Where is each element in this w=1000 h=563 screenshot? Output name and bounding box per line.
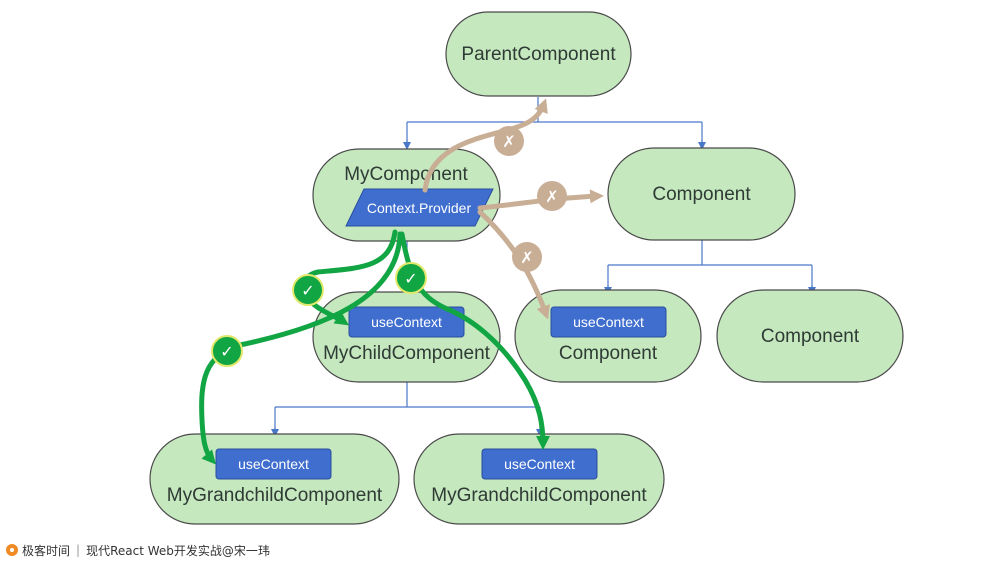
node-grandchild-left-label: MyGrandchildComponent	[167, 485, 383, 506]
cross-icon: ✗	[502, 132, 515, 151]
node-component-far-label: Component	[761, 326, 860, 347]
node-component-mid-label: Component	[559, 343, 658, 364]
blocked-marker-component-mid: ✗	[512, 242, 542, 272]
context-provider-badge: Context.Provider	[345, 188, 494, 227]
node-my-component-label: MyComponent	[344, 164, 468, 185]
node-my-child-label: MyChildComponent	[323, 343, 491, 364]
check-icon: ✓	[404, 269, 417, 288]
blocked-markers: ✗ ✗ ✗	[494, 126, 567, 272]
node-grandchild-right: useContext MyGrandchildComponent	[413, 433, 665, 525]
footer-credit: 极客时间 | 现代React Web开发实战@宋一玮	[6, 541, 270, 559]
use-context-label-my-child: useContext	[371, 314, 442, 330]
use-context-badge-my-child	[348, 306, 465, 338]
allowed-markers: ✓ ✓ ✓	[211, 262, 427, 367]
node-parent-component: ParentComponent	[445, 11, 632, 97]
footer-separator: |	[76, 543, 81, 557]
context-provider-label: Context.Provider	[367, 200, 472, 216]
blocked-marker-parent: ✗	[494, 126, 524, 156]
node-grandchild-left: useContext MyGrandchildComponent	[149, 433, 400, 525]
node-grandchild-right-label: MyGrandchildComponent	[431, 485, 647, 506]
connector-parent-children	[406, 97, 703, 145]
allowed-marker-my-child: ✓	[292, 274, 324, 306]
connector-component-children	[607, 240, 813, 290]
node-component-right: Component	[607, 147, 796, 241]
blocked-arrow-to-parent	[422, 98, 548, 193]
use-context-badge-grandchild-left	[215, 448, 332, 480]
check-icon: ✓	[301, 281, 314, 300]
use-context-badge-component-mid	[550, 306, 667, 338]
blocked-arrow-to-component-right	[477, 189, 604, 211]
node-component-far: Component	[716, 289, 904, 383]
use-context-label-grandchild-right: useContext	[504, 456, 575, 472]
blocked-marker-component-right: ✗	[537, 181, 567, 211]
node-my-child-component: useContext MyChildComponent	[312, 291, 501, 383]
connector-mychild-grandchildren	[274, 382, 541, 432]
check-icon: ✓	[220, 342, 233, 361]
use-context-label-component-mid: useContext	[573, 314, 644, 330]
cross-icon: ✗	[520, 248, 533, 267]
use-context-label-grandchild-left: useContext	[238, 456, 309, 472]
footer-brand: 极客时间	[22, 543, 71, 558]
node-component-right-label: Component	[652, 184, 751, 205]
node-parent-label: ParentComponent	[461, 44, 616, 65]
node-component-mid: useContext Component	[514, 289, 702, 383]
footer-course: 现代React Web开发实战@宋一玮	[86, 543, 270, 558]
allowed-marker-grandchild-right: ✓	[395, 262, 427, 294]
cross-icon: ✗	[545, 187, 558, 206]
geektime-logo-icon	[6, 544, 18, 556]
allowed-marker-grandchild-left: ✓	[211, 335, 243, 367]
